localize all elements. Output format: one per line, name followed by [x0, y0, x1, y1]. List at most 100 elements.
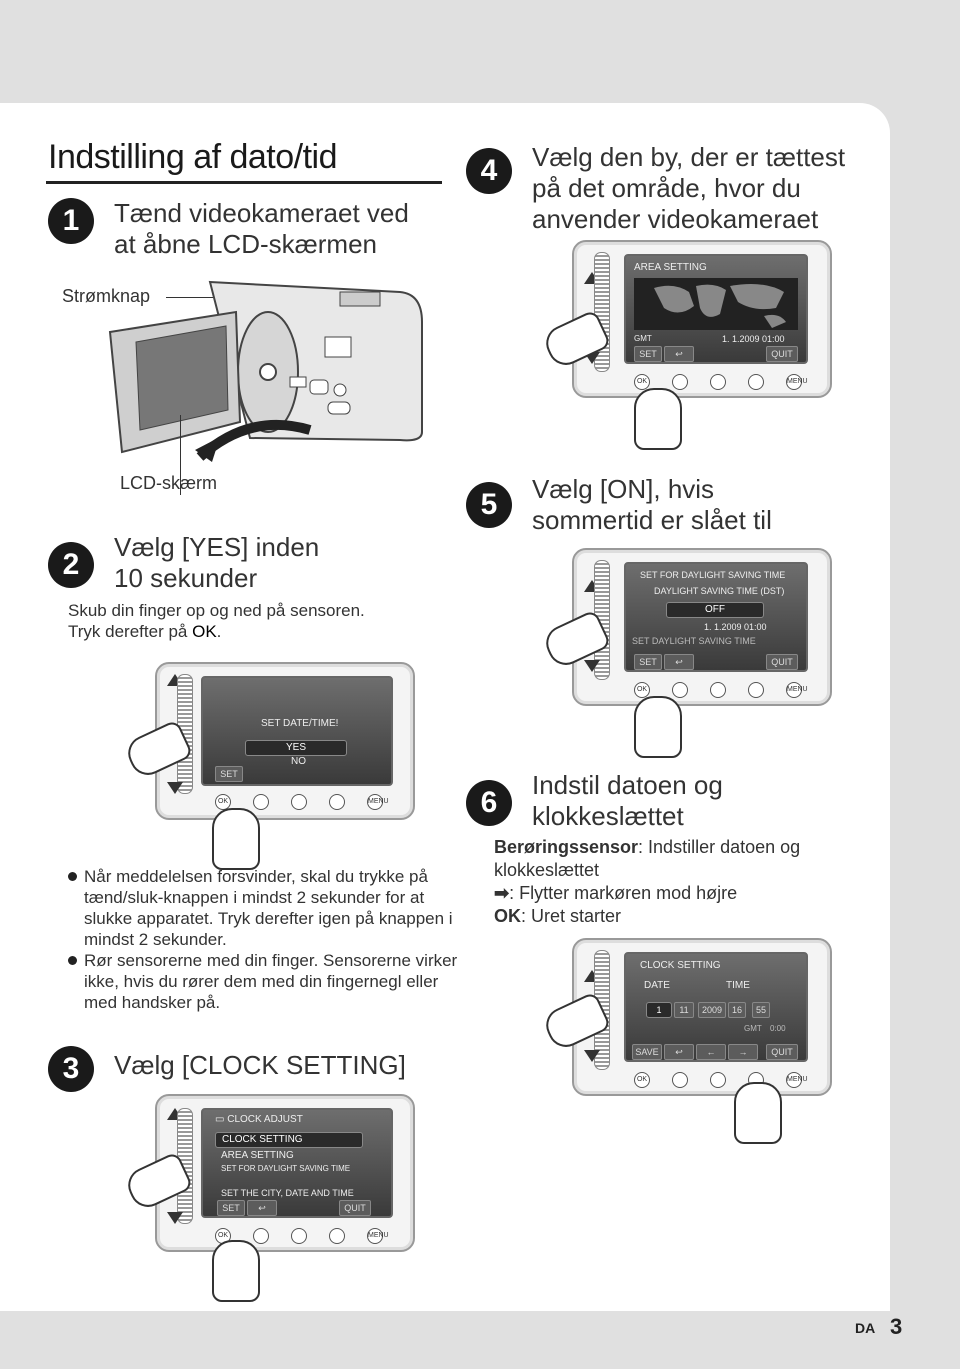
option-no[interactable]: NO: [291, 756, 306, 767]
menu-item-clock-setting[interactable]: CLOCK SETTING: [215, 1132, 363, 1148]
quit-button[interactable]: QUIT: [766, 1044, 798, 1060]
screen-title: SET DATE/TIME!: [261, 718, 339, 729]
hw-button[interactable]: [672, 1072, 688, 1088]
screen-hint: SET DAYLIGHT SAVING TIME: [632, 636, 756, 646]
hour-field[interactable]: 16: [728, 1002, 746, 1018]
hw-button[interactable]: [329, 794, 345, 810]
hardware-buttons: OK MENU: [215, 1228, 405, 1244]
screen-hint: SET THE CITY, DATE AND TIME: [221, 1188, 354, 1198]
option-yes[interactable]: YES: [245, 740, 347, 756]
step-4-heading-line1: Vælg den by, der er tættest: [532, 142, 846, 172]
down-arrow-icon: [584, 660, 600, 672]
hw-button[interactable]: [291, 1228, 307, 1244]
hw-button[interactable]: [253, 794, 269, 810]
gmt-value: 0:00: [770, 1024, 786, 1033]
camcorder-illustration: [108, 280, 423, 462]
return-button[interactable]: ↩: [664, 654, 694, 670]
left-arrow-button[interactable]: ←: [696, 1044, 726, 1060]
screen-title: AREA SETTING: [634, 262, 707, 273]
clock-icon: ▭: [215, 1114, 228, 1125]
quit-button[interactable]: QUIT: [766, 654, 798, 670]
datetime: 1. 1.2009 01:00: [704, 622, 767, 632]
step-6-line3: ➡: Flytter markøren mod højre: [494, 882, 874, 905]
world-map: [634, 278, 798, 330]
ok-button[interactable]: OK: [634, 1072, 650, 1088]
hw-button[interactable]: [710, 374, 726, 390]
year-field[interactable]: 2009: [698, 1002, 726, 1018]
minute-field[interactable]: 55: [752, 1002, 770, 1018]
quit-button[interactable]: QUIT: [339, 1200, 371, 1216]
step-5-heading-line2: sommertid er slået til: [532, 505, 772, 535]
step-1-heading: Tænd videokameraet ved at åbne LCD-skærm…: [114, 198, 409, 260]
month-field[interactable]: 11: [674, 1002, 694, 1018]
lcd-leader-line: [180, 415, 181, 495]
menu-item-dst[interactable]: SET FOR DAYLIGHT SAVING TIME: [221, 1164, 351, 1173]
menu-header: ▭ CLOCK ADJUST: [215, 1114, 303, 1125]
return-button[interactable]: ↩: [664, 346, 694, 362]
set-button[interactable]: SET: [217, 1200, 245, 1216]
hw-button[interactable]: [291, 794, 307, 810]
hw-button[interactable]: [748, 374, 764, 390]
note-bullet-2: Rør sensorerne med din finger. Sensorern…: [68, 950, 458, 1013]
down-arrow-icon: [167, 782, 183, 794]
menu-button[interactable]: MENU: [786, 1072, 808, 1088]
screen-title: SET FOR DAYLIGHT SAVING TIME: [640, 570, 786, 580]
hw-button[interactable]: [253, 1228, 269, 1244]
set-button[interactable]: SET: [634, 654, 662, 670]
screen-title: CLOCK SETTING: [640, 960, 721, 971]
step-2-body-prefix: Tryk derefter på: [68, 622, 193, 641]
step-3-badge: 3: [48, 1046, 94, 1092]
step-2-notes: Når meddelelsen forsvinder, skal du tryk…: [68, 866, 458, 1013]
set-button[interactable]: SET: [634, 346, 662, 362]
right-arrow-button[interactable]: →: [728, 1044, 758, 1060]
ok-button[interactable]: OK: [634, 374, 650, 390]
note-bullet-1: Når meddelelsen forsvinder, skal du tryk…: [68, 866, 458, 950]
pointing-hand-icon: [212, 1240, 260, 1302]
return-button[interactable]: ↩: [664, 1044, 694, 1060]
step-4-device-panel: AREA SETTING GMT 1. 1.2009 01:00 SET ↩ Q…: [572, 240, 832, 398]
hw-button[interactable]: [672, 682, 688, 698]
menu-header-text: CLOCK ADJUST: [227, 1114, 303, 1125]
save-button[interactable]: SAVE: [632, 1044, 662, 1060]
step-4-heading: Vælg den by, der er tættest på det områd…: [532, 142, 845, 235]
screen-subtitle: DAYLIGHT SAVING TIME (DST): [654, 586, 785, 596]
date-label: DATE: [644, 980, 670, 991]
menu-button[interactable]: MENU: [786, 682, 808, 698]
step-1-badge: 1: [48, 198, 94, 244]
arrow-desc: : Flytter markøren mod højre: [509, 883, 738, 903]
menu-button[interactable]: MENU: [786, 374, 808, 390]
step-3-heading: Vælg [CLOCK SETTING]: [114, 1050, 406, 1080]
day-field[interactable]: 1: [646, 1002, 672, 1018]
ok-term: OK: [494, 906, 521, 926]
quit-button[interactable]: QUIT: [766, 346, 798, 362]
return-button[interactable]: ↩: [247, 1200, 277, 1216]
menu-button[interactable]: MENU: [367, 794, 389, 810]
ok-button[interactable]: OK: [634, 682, 650, 698]
footer-language: DA: [855, 1320, 876, 1336]
hw-button[interactable]: [710, 682, 726, 698]
sensor-desc: : Indstiller datoen og: [638, 837, 801, 857]
step-1-heading-line2: at åbne LCD-skærmen: [114, 229, 377, 259]
hw-button[interactable]: [748, 682, 764, 698]
step-6-heading-line2: klokkeslættet: [532, 801, 684, 831]
menu-item-area-setting[interactable]: AREA SETTING: [221, 1150, 294, 1161]
step-2-instructions: Skub din finger op og ned på sensoren. T…: [68, 600, 365, 642]
down-arrow-icon: [584, 1050, 600, 1062]
gmt-label: GMT: [634, 334, 652, 343]
time-label: TIME: [726, 980, 750, 991]
step-6-heading: Indstil datoen og klokkeslættet: [532, 770, 723, 832]
menu-button[interactable]: MENU: [367, 1228, 389, 1244]
hw-button[interactable]: [672, 374, 688, 390]
option-off[interactable]: OFF: [666, 602, 764, 618]
lcd-screen: SET DATE/TIME! YES NO SET: [201, 676, 393, 786]
hw-button[interactable]: [710, 1072, 726, 1088]
step-6-heading-line1: Indstil datoen og: [532, 770, 723, 800]
step-5-heading-line1: Vælg [ON], hvis: [532, 474, 715, 504]
set-button[interactable]: SET: [215, 766, 243, 782]
hw-button[interactable]: [329, 1228, 345, 1244]
step-1-heading-line1: Tænd videokameraet ved: [114, 198, 409, 228]
hardware-buttons: OK MENU: [634, 682, 824, 698]
datetime: 1. 1.2009 01:00: [722, 334, 785, 344]
step-5-device-panel: SET FOR DAYLIGHT SAVING TIME DAYLIGHT SA…: [572, 548, 832, 706]
hardware-buttons: OK MENU: [634, 1072, 824, 1088]
